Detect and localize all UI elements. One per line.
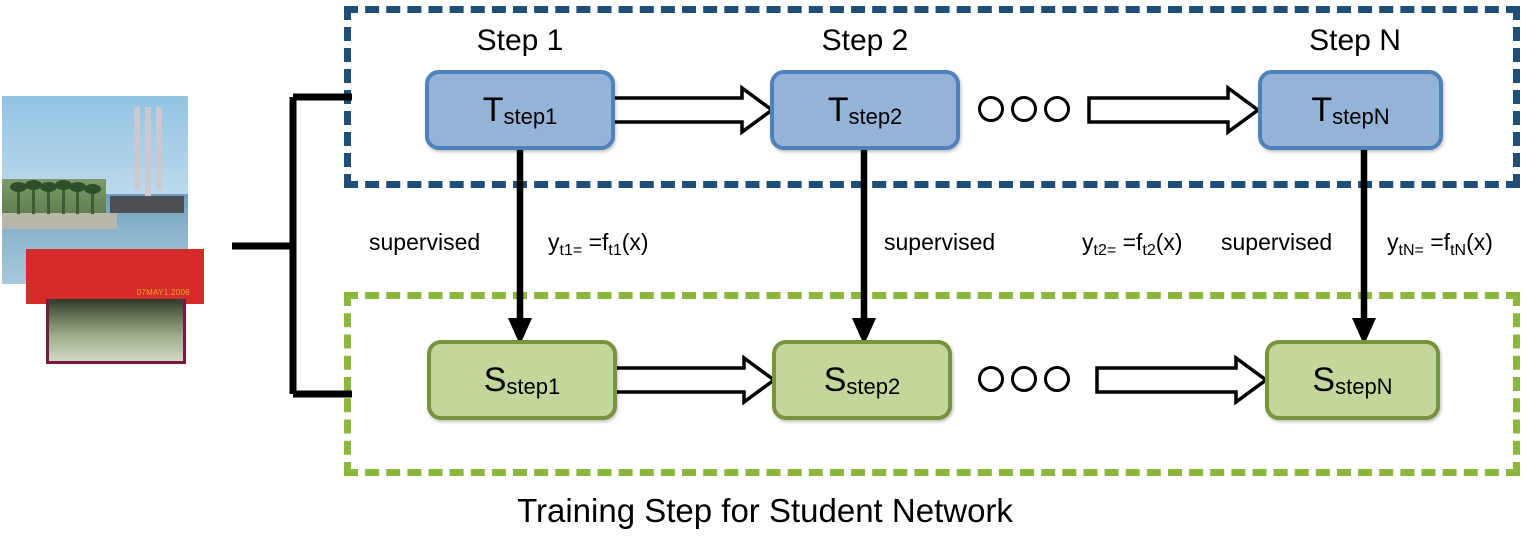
formula-1-mid: =f [582, 229, 609, 255]
step-caption-1: Step 1 [476, 24, 564, 57]
step-caption-3: Step N [1309, 24, 1401, 57]
teacher-ellipsis-dots [978, 96, 1070, 122]
formula-3-subscript-2: tN [1450, 242, 1467, 259]
harbor-rig-tower [145, 107, 152, 196]
ellipsis-circle [1044, 366, 1070, 392]
harbor-quay [2, 212, 118, 230]
palm-tree [69, 182, 87, 215]
palm-tree [84, 183, 102, 215]
student-network-group [344, 292, 1520, 476]
ellipsis-circle [978, 96, 1004, 122]
formula-1-tail: (x) [621, 229, 649, 255]
formula-2-tail: (x) [1155, 229, 1183, 255]
distillation-formula-2: yt2= =ft2(x) [1082, 229, 1183, 259]
palm-tree [9, 182, 27, 215]
ellipsis-circle [978, 366, 1004, 392]
photo-thumbnail-bottom [46, 299, 186, 364]
student-node-stepN-base: S [1312, 360, 1336, 399]
student-node-stepN-subscript: stepN [1335, 374, 1393, 399]
formula-3-base: y [1387, 229, 1399, 255]
teacher-node-stepN-base: T [1311, 90, 1333, 129]
supervised-label-2: supervised [884, 229, 996, 255]
photo-thumbnail-red: 07MAY1.2008 [26, 249, 204, 304]
formula-3-mid: =f [1423, 229, 1451, 255]
supervised-label-3: supervised [1221, 229, 1333, 255]
teacher-node-step1-subscript: step1 [503, 104, 558, 129]
teacher-node-step1-base: T [482, 90, 504, 129]
student-node-step1-subscript: step1 [506, 374, 561, 399]
photo-date-stamp: 07MAY1.2008 [136, 288, 190, 297]
harbor-ship-hull [109, 195, 185, 213]
student-node-step2-base: S [823, 360, 847, 399]
formula-2-base: y [1082, 229, 1094, 255]
student-node-step2-subscript: step2 [846, 374, 901, 399]
step-caption-2: Step 2 [821, 24, 909, 57]
photo-thumbnail-harbor [2, 96, 188, 284]
formula-2-mid: =f [1116, 229, 1143, 255]
ellipsis-circle [1011, 366, 1037, 392]
student-node-step1-base: S [483, 360, 507, 399]
teacher-node-step2-subscript: step2 [848, 104, 903, 129]
formula-1-base: y [548, 229, 560, 255]
ellipsis-circle [1011, 96, 1037, 122]
formula-2-subscript-1: t2= [1093, 242, 1117, 259]
palm-tree [39, 182, 57, 215]
formula-3-tail: (x) [1466, 229, 1493, 255]
harbor-rig-tower [134, 107, 141, 190]
ellipsis-circle [1044, 96, 1070, 122]
figure-caption: Training Step for Student Network [517, 492, 1013, 529]
formula-2-subscript-2: t2 [1142, 242, 1156, 259]
teacher-node-stepN-subscript: stepN [1332, 104, 1390, 129]
distillation-formula-1: yt1= =ft1(x) [548, 229, 649, 259]
teacher-node-step2-base: T [827, 90, 849, 129]
formula-1-subscript-2: t1 [608, 242, 622, 259]
distillation-formula-3: ytN= =ftN(x) [1387, 229, 1493, 259]
input-image-stack: 07MAY1.2008 [0, 96, 240, 366]
student-ellipsis-dots [978, 366, 1070, 392]
palm-tree [24, 180, 42, 215]
supervised-label-1: supervised [369, 229, 481, 255]
palm-tree [54, 180, 72, 215]
input-branch-connector [232, 93, 352, 398]
formula-1-subscript-1: t1= [559, 242, 583, 259]
formula-3-subscript-1: tN= [1398, 242, 1424, 259]
harbor-rig-tower [156, 107, 163, 190]
